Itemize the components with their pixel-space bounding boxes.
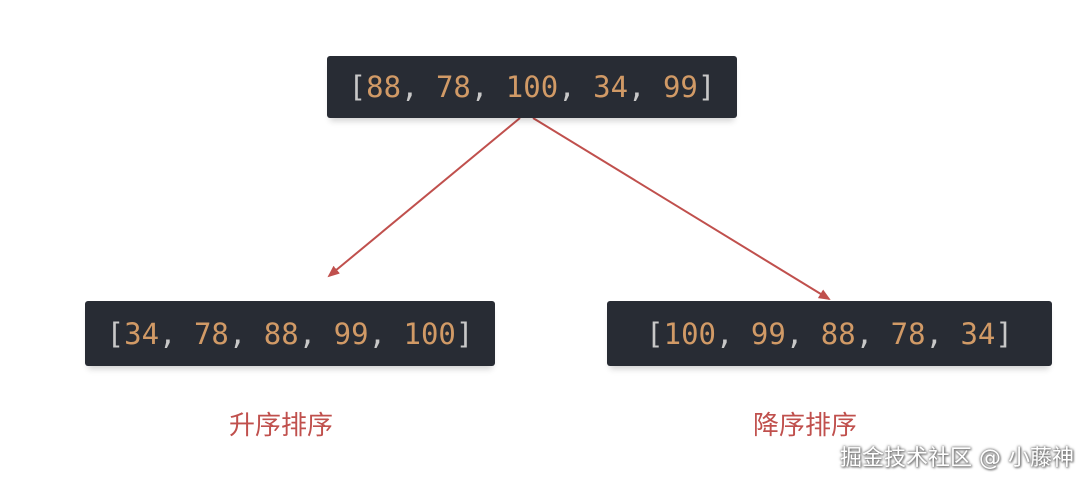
open-bracket: [ xyxy=(348,70,367,104)
separator: , xyxy=(470,70,506,104)
array-value: 78 xyxy=(193,316,229,351)
array-value: 88 xyxy=(820,316,856,351)
array-value: 34 xyxy=(124,316,160,351)
array-value: 100 xyxy=(403,316,456,351)
array-value: 99 xyxy=(662,70,698,104)
array-value: 88 xyxy=(263,316,299,351)
array-value: 99 xyxy=(333,316,369,351)
array-value: 78 xyxy=(435,70,471,104)
open-bracket: [ xyxy=(106,316,125,351)
array-value: 99 xyxy=(750,316,786,351)
separator: , xyxy=(855,316,891,351)
watermark: 掘金技术社区 @ 小藤神 xyxy=(840,446,1074,471)
array-value: 100 xyxy=(663,316,716,351)
close-bracket: ] xyxy=(455,316,474,351)
array-value: 34 xyxy=(593,70,629,104)
descending-sort-label: 降序排序 xyxy=(753,411,858,441)
array-value: 34 xyxy=(960,316,996,351)
separator: , xyxy=(401,70,436,104)
separator: , xyxy=(716,316,751,351)
arrow-to-descending xyxy=(532,117,831,301)
separator: , xyxy=(925,316,961,351)
original-array-box: [88, 78, 100, 34, 99] xyxy=(327,56,737,118)
separator: , xyxy=(298,316,334,351)
close-bracket: ] xyxy=(697,70,716,104)
separator: , xyxy=(159,316,194,351)
separator: , xyxy=(785,316,821,351)
separator: , xyxy=(368,316,404,351)
open-bracket: [ xyxy=(646,316,664,351)
separator: , xyxy=(228,316,264,351)
ascending-array-box: [34, 78, 88, 99, 100] xyxy=(85,301,495,366)
arrow-to-ascending xyxy=(327,117,521,278)
separator: , xyxy=(628,70,663,104)
ascending-sort-label: 升序排序 xyxy=(229,411,334,441)
descending-array-box: [100, 99, 88, 78, 34] xyxy=(607,301,1052,366)
array-value: 100 xyxy=(505,70,559,104)
array-value: 88 xyxy=(366,70,402,104)
close-bracket: ] xyxy=(995,316,1013,351)
separator: , xyxy=(558,70,594,104)
array-value: 78 xyxy=(890,316,926,351)
